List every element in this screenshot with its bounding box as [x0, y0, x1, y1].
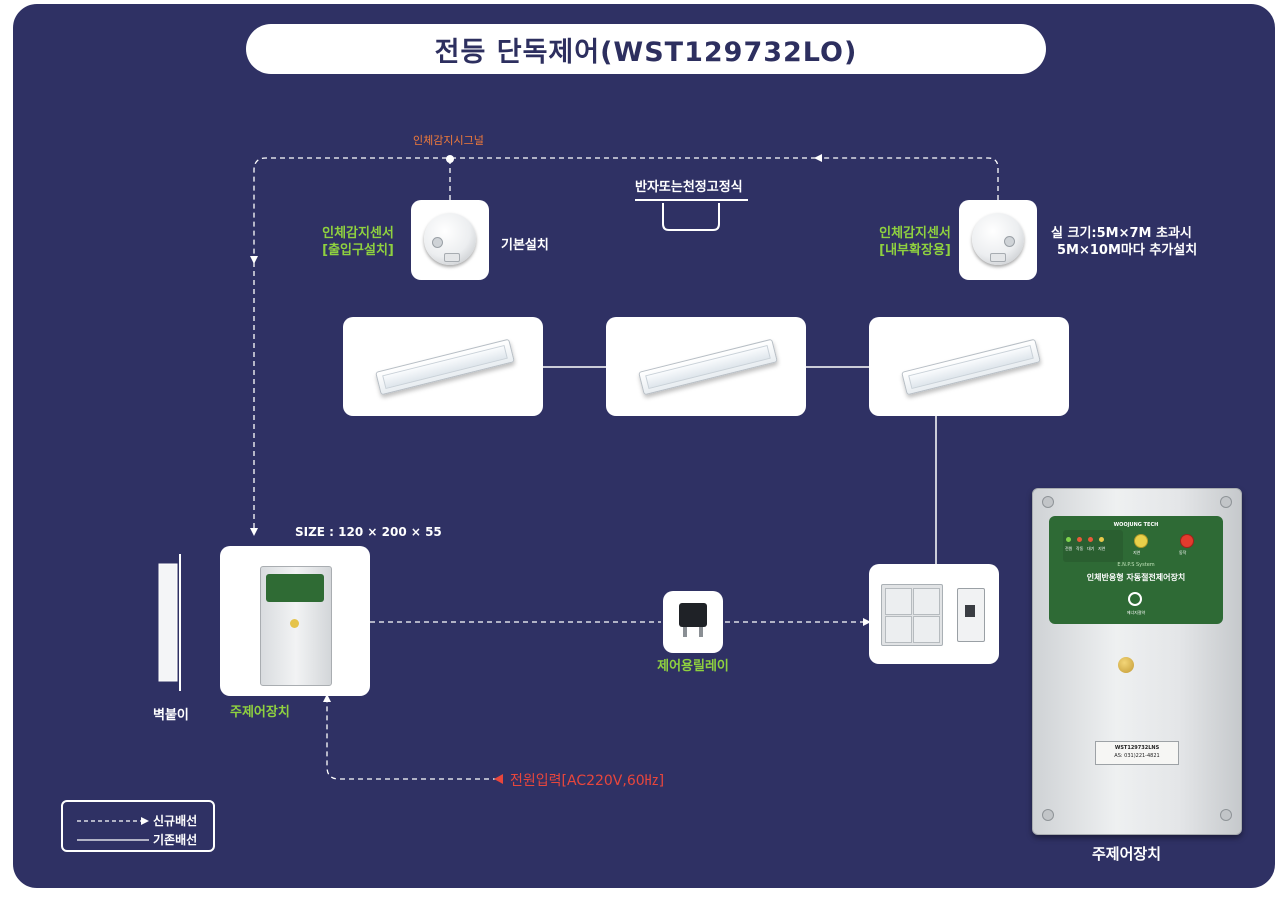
indicator-3: 지연	[1098, 546, 1106, 551]
sensor-entrance-card	[411, 200, 489, 280]
model-line1: WST129732LNS	[1114, 745, 1160, 751]
sensor-signal-label: 인체감지시그널	[413, 134, 484, 147]
model-line2: AS: 031)221-4821	[1114, 753, 1160, 759]
device-brand: WOOJUNG TECH	[1113, 522, 1159, 528]
wall-box	[158, 563, 178, 682]
model-plate: WST129732LNS AS: 031)221-4821	[1095, 741, 1179, 765]
sensor-entrance-label-line1: 인체감지센서	[322, 226, 394, 241]
device-name: 인체반응형 자동절전제어장치	[1086, 573, 1186, 582]
relay-label: 제어용릴레이	[657, 659, 729, 674]
sensor-internal-card	[959, 200, 1037, 280]
mount-fixture	[662, 203, 720, 231]
wiring-diagram	[158, 154, 999, 784]
controller-panel-icon	[266, 574, 324, 602]
legend: 신규배선 기존배선	[61, 800, 215, 852]
wall-switch-icon	[881, 584, 943, 646]
circuit-breaker-icon	[957, 588, 985, 642]
relay-icon	[679, 603, 707, 627]
sensor-internal-note: 실 크기:5M×7M 초과시 5M×10M마다 추가설치	[1051, 225, 1197, 259]
relay-pin-icon	[683, 627, 687, 637]
solid-line-icon	[77, 839, 149, 841]
page-title: 전등 단독제어(WST129732LO)	[434, 36, 858, 68]
device-system: E.N.P.S System	[1117, 562, 1155, 568]
sensor-entrance-label: 인체감지센서 [출입구설치]	[313, 225, 403, 259]
lamp-card-2	[606, 317, 806, 416]
indicator-1: 작동	[1076, 546, 1084, 551]
size-label: SIZE : 120 × 200 × 55	[295, 525, 442, 539]
screw-icon	[1220, 496, 1232, 508]
controller-knob-icon	[290, 619, 299, 628]
signal-wire-top-left	[250, 157, 816, 264]
mount-label: 반자또는천정고정식	[635, 180, 743, 195]
lamp-card-3	[869, 317, 1069, 416]
sensor-lens-icon	[432, 237, 443, 248]
main-controller-device: WOOJUNG TECH 전원 작동 대기 지연 지연 동작 E.N.P.S S…	[1032, 488, 1242, 835]
legend-new-wiring-label: 신규배선	[153, 814, 198, 828]
diagram-frame: 전등 단독제어(WST129732LO) 인체감지시그널 반자또는천정고정식 인…	[11, 2, 1277, 890]
indicator-panel: 전원 작동 대기 지연	[1063, 530, 1123, 562]
screw-icon	[1220, 809, 1232, 821]
power-wire	[323, 694, 498, 780]
screw-icon	[1042, 496, 1054, 508]
ceiling-lamp-icon	[901, 338, 1041, 396]
sensor-lens-icon	[1004, 236, 1015, 247]
device-control-panel: WOOJUNG TECH 전원 작동 대기 지연 지연 동작 E.N.P.S S…	[1049, 516, 1223, 624]
signal-junction	[446, 155, 454, 163]
controller-label: 주제어장치	[230, 705, 290, 720]
sensor-internal-label: 인체감지센서 [내부확장용]	[870, 225, 960, 259]
legend-new-wiring: 신규배선	[75, 812, 215, 830]
wall-label: 벽붙이	[153, 708, 189, 723]
action-button-icon	[1180, 534, 1194, 548]
legend-existing-wiring: 기존배선	[75, 831, 215, 849]
signal-wire-top	[814, 154, 999, 200]
ceiling-lamp-icon	[638, 338, 778, 396]
indicator-0: 전원	[1065, 546, 1073, 551]
indicator-2: 대기	[1087, 546, 1095, 551]
lamp-card-1	[343, 317, 543, 416]
controller-card	[220, 546, 370, 696]
delay-button-icon	[1134, 534, 1148, 548]
sensor-entrance-note: 기본설치	[501, 238, 549, 253]
knob-icon	[1118, 657, 1134, 673]
relay-card	[663, 591, 723, 653]
controller-device-icon	[260, 566, 332, 686]
sensor-base-icon	[990, 253, 1006, 262]
power-label: 전원입력[AC220V,60㎐]	[510, 773, 665, 789]
sensor-internal-label-line2: [내부확장용]	[879, 243, 951, 258]
button-b-label: 동작	[1179, 550, 1187, 555]
screw-icon	[1042, 809, 1054, 821]
switch-card	[869, 564, 999, 664]
dashed-line-icon	[77, 817, 149, 825]
big-controller-label: 주제어장치	[1092, 845, 1162, 863]
title-bar: 전등 단독제어(WST129732LO)	[246, 24, 1046, 74]
logo-icon	[1128, 592, 1142, 606]
sensor-base-icon	[444, 253, 460, 262]
sensor-entrance-label-line2: [출입구설치]	[322, 243, 394, 258]
legend-existing-wiring-label: 기존배선	[153, 833, 198, 847]
ceiling-lamp-icon	[375, 338, 515, 396]
button-a-label: 지연	[1133, 550, 1141, 555]
relay-pin-icon	[699, 627, 703, 637]
sensor-internal-note-line2: 5M×10M마다 추가설치	[1057, 243, 1198, 258]
logo-text: 에너지절약	[1126, 610, 1146, 615]
power-arrowhead	[494, 774, 503, 784]
sensor-internal-label-line1: 인체감지센서	[879, 226, 951, 241]
sensor-internal-note-line1: 실 크기:5M×7M 초과시	[1051, 226, 1192, 241]
